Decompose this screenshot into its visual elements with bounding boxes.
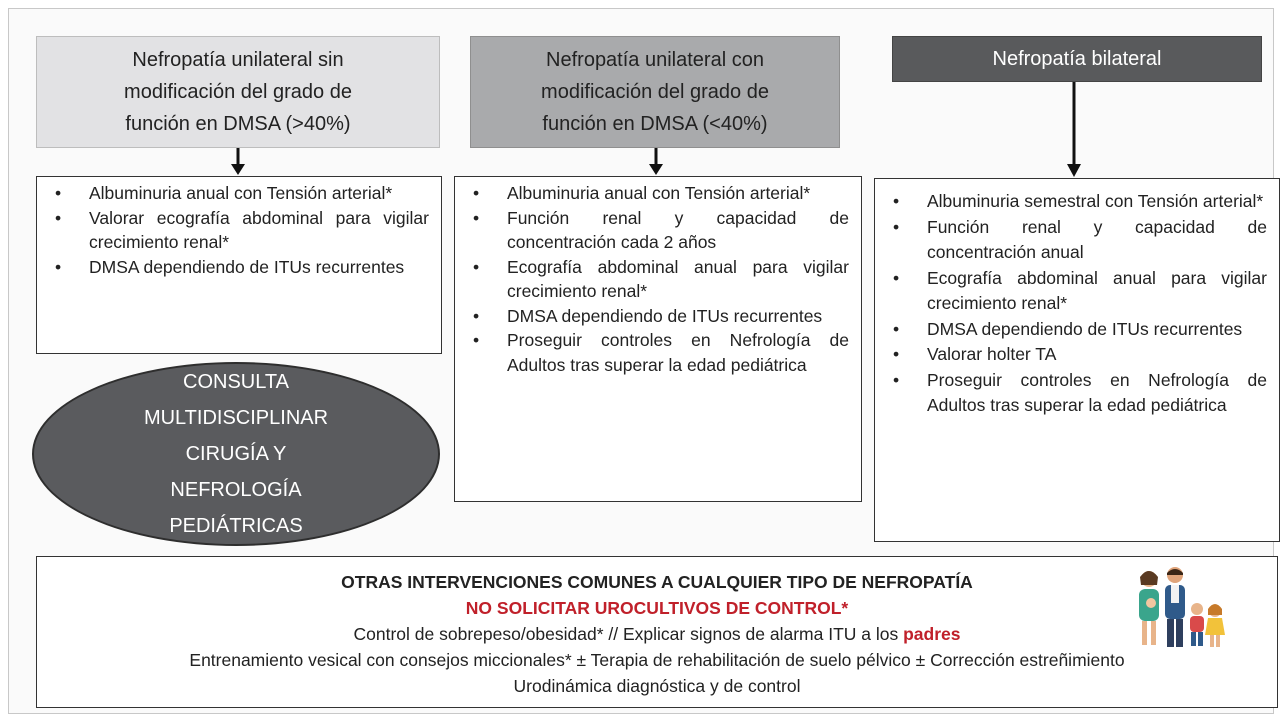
list-item: DMSA dependiendo de ITUs recurrentes: [889, 317, 1267, 343]
family-icon: [1139, 567, 1225, 647]
common-parents-emphasis: padres: [903, 624, 961, 644]
common-line-overweight: Control de sobrepeso/obesidad* // Explic…: [37, 621, 1277, 647]
header-line: modificación del grado de: [541, 81, 769, 103]
common-line-bladder: Entrenamiento vesical con consejos micci…: [189, 650, 1125, 670]
header-line: Nefropatía unilateral sin: [132, 49, 344, 71]
common-line-urodynamics: Urodinámica diagnóstica y de control: [513, 676, 801, 696]
list-item: Albuminuria anual con Tensión arterial*: [469, 181, 849, 206]
common-warning: NO SOLICITAR UROCULTIVOS DE CONTROL*: [465, 598, 849, 618]
header-line: Nefropatía unilateral con: [546, 49, 764, 71]
list-item: Ecografía abdominal anual para vigilar c…: [469, 255, 849, 304]
list-item: Albuminuria semestral con Tensión arteri…: [889, 189, 1267, 215]
ellipse-line: CIRUGÍA Y: [185, 443, 287, 465]
common-title: OTRAS INTERVENCIONES COMUNES A CUALQUIER…: [341, 572, 973, 592]
header-line: Nefropatía bilateral: [992, 48, 1162, 70]
ellipse-line: PEDIÁTRICAS: [169, 515, 303, 537]
list-item: Proseguir controles en Nefrología de Adu…: [889, 368, 1267, 419]
common-interventions-box: OTRAS INTERVENCIONES COMUNES A CUALQUIER…: [36, 556, 1278, 708]
ellipse-line: MULTIDISCIPLINAR: [143, 407, 329, 429]
list-unilateral-sin-modificacion: Albuminuria anual con Tensión arterial* …: [36, 176, 442, 354]
arrow-down-icon: [231, 148, 245, 175]
header-line: función en DMSA (<40%): [542, 113, 768, 135]
ellipse-line: CONSULTA: [183, 371, 289, 393]
list-item: Función renal y capacidad de concentraci…: [469, 206, 849, 255]
common-line-overweight-text: Control de sobrepeso/obesidad* // Explic…: [353, 624, 904, 644]
list-bilateral: Albuminuria semestral con Tensión arteri…: [874, 178, 1280, 542]
list-item: Ecografía abdominal anual para vigilar c…: [889, 266, 1267, 317]
header-unilateral-sin-modificacion: Nefropatía unilateral sin modificación d…: [36, 36, 440, 148]
header-bilateral: Nefropatía bilateral: [892, 36, 1262, 82]
list-item: Proseguir controles en Nefrología de Adu…: [469, 328, 849, 377]
header-line: modificación del grado de: [124, 81, 352, 103]
list-item: DMSA dependiendo de ITUs recurrentes: [469, 304, 849, 329]
ellipse-line: NEFROLOGÍA: [170, 479, 302, 501]
list-item: Función renal y capacidad de concentraci…: [889, 215, 1267, 266]
arrow-down-icon: [649, 148, 663, 175]
consulta-multidisciplinar-ellipse: CONSULTA MULTIDISCIPLINAR CIRUGÍA Y NEFR…: [32, 362, 440, 546]
list-item: Valorar ecografía abdominal para vigilar…: [51, 206, 429, 255]
list-item: Valorar holter TA: [889, 342, 1267, 368]
list-unilateral-con-modificacion: Albuminuria anual con Tensión arterial* …: [454, 176, 862, 502]
list-item: DMSA dependiendo de ITUs recurrentes: [51, 255, 429, 280]
list-item: Albuminuria anual con Tensión arterial*: [51, 181, 429, 206]
arrow-down-icon: [1067, 82, 1081, 177]
header-unilateral-con-modificacion: Nefropatía unilateral con modificación d…: [470, 36, 840, 148]
header-line: función en DMSA (>40%): [125, 113, 351, 135]
